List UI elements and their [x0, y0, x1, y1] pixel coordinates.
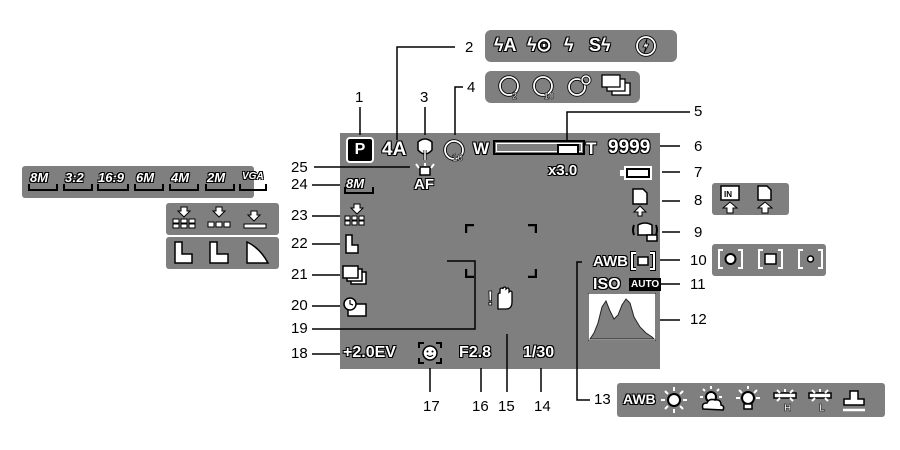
resolution-indicator-label: 8M	[346, 176, 365, 191]
flash-on-option: ϟ	[564, 35, 574, 55]
focus-frame	[465, 224, 537, 278]
svg-text:!: !	[487, 288, 494, 310]
callout-11: 11	[690, 276, 706, 293]
svg-text:10: 10	[452, 153, 464, 163]
wb-options: H L	[661, 386, 865, 414]
res-option-vga: VGA	[242, 171, 264, 182]
iso-label: ISO	[593, 276, 621, 293]
self-timer-icon: 10	[443, 139, 465, 163]
wb-option-auto: AWB	[623, 391, 656, 407]
af-lamp-icon	[415, 163, 435, 176]
histogram	[588, 293, 656, 341]
callout-10: 10	[690, 252, 707, 269]
callout-13: 13	[594, 391, 611, 408]
zoom-bar	[493, 140, 585, 155]
callout-18: 18	[291, 345, 308, 362]
callout-19: 19	[291, 320, 308, 337]
callout-2: 2	[465, 39, 474, 56]
resolution-options-panel	[22, 166, 254, 198]
flash-options: ϟA ϟ⊙ ϟ Sϟ	[494, 33, 674, 59]
battery-icon	[624, 166, 652, 180]
callout-22: 22	[291, 235, 308, 252]
mode-label: P	[354, 141, 366, 158]
flash-off-icon	[635, 35, 657, 57]
flash-auto-indicator: 4A	[382, 139, 407, 160]
white-balance-indicator: AWB	[593, 253, 628, 270]
svg-text:2: 2	[512, 91, 517, 101]
resolution-brackets	[28, 184, 267, 191]
svg-text:L: L	[819, 403, 825, 414]
callout-21: 21	[291, 266, 308, 283]
date-stamp-icon	[343, 297, 367, 317]
zoom-value: x3.0	[548, 162, 578, 179]
callout-3: 3	[420, 89, 429, 106]
metering-options	[718, 249, 823, 269]
callout-14: 14	[534, 398, 551, 415]
red-eye-option: ϟ⊙	[527, 35, 552, 55]
shutter-speed: 1/30	[523, 344, 555, 361]
res-option-8m: 8M	[30, 170, 49, 185]
shake-warning-icon: !	[487, 286, 513, 310]
svg-text:H: H	[784, 403, 791, 414]
af-lamp-indicator: AF	[412, 163, 438, 193]
svg-text:10: 10	[544, 91, 554, 101]
mode-badge: P	[346, 137, 374, 163]
callout-6: 6	[694, 138, 703, 155]
stabilizer-icon	[632, 222, 658, 242]
af-label: AF	[414, 176, 434, 193]
callout-9: 9	[694, 224, 703, 241]
shots-remaining: 9999	[608, 137, 651, 158]
sharpness-options	[174, 240, 270, 264]
callout-17: 17	[423, 398, 440, 415]
battery-tip	[620, 170, 624, 176]
callout-4: 4	[467, 79, 476, 96]
resolution-indicator: 8M	[343, 176, 375, 194]
iso-value: AUTO	[629, 278, 662, 291]
svg-text:IN: IN	[724, 190, 732, 199]
callout-25: 25	[291, 159, 308, 176]
res-option-4m: 4M	[171, 170, 190, 185]
zoom-wide-label: W	[473, 139, 490, 158]
callout-1: 1	[355, 89, 364, 106]
storage-card-icon	[632, 188, 648, 217]
timer-options: 2 10	[498, 74, 631, 101]
saturation-icon	[344, 203, 365, 226]
exposure-compensation: +2.0EV	[343, 344, 396, 361]
callout-16: 16	[472, 398, 489, 415]
saturation-options	[172, 206, 267, 229]
res-option-6m: 6M	[136, 170, 155, 185]
callout-8: 8	[694, 192, 703, 209]
storage-options: IN	[720, 185, 774, 214]
res-option-3-2: 3:2	[65, 170, 84, 185]
res-option-2m: 2M	[207, 170, 226, 185]
slow-sync-option: Sϟ	[589, 35, 611, 55]
callout-12: 12	[690, 311, 707, 328]
callout-23: 23	[291, 207, 308, 224]
callout-20: 20	[291, 297, 308, 314]
metering-icon	[630, 251, 656, 271]
face-detect-icon	[418, 342, 442, 364]
zoom-tele-label: T	[586, 139, 597, 158]
resolution-options: 8M 3:2 16:9 6M 4M 2M VGA	[28, 170, 267, 196]
callout-7: 7	[694, 164, 703, 181]
flash-auto-option: ϟA	[494, 35, 517, 55]
aperture-value: F2.8	[459, 344, 492, 361]
res-option-16-9: 16:9	[98, 170, 125, 185]
sharpness-icon	[345, 234, 359, 254]
callout-5: 5	[694, 103, 703, 120]
callout-24: 24	[291, 176, 308, 193]
quality-icon	[342, 265, 367, 285]
callout-15: 15	[498, 398, 515, 415]
macro-icon	[417, 138, 433, 160]
